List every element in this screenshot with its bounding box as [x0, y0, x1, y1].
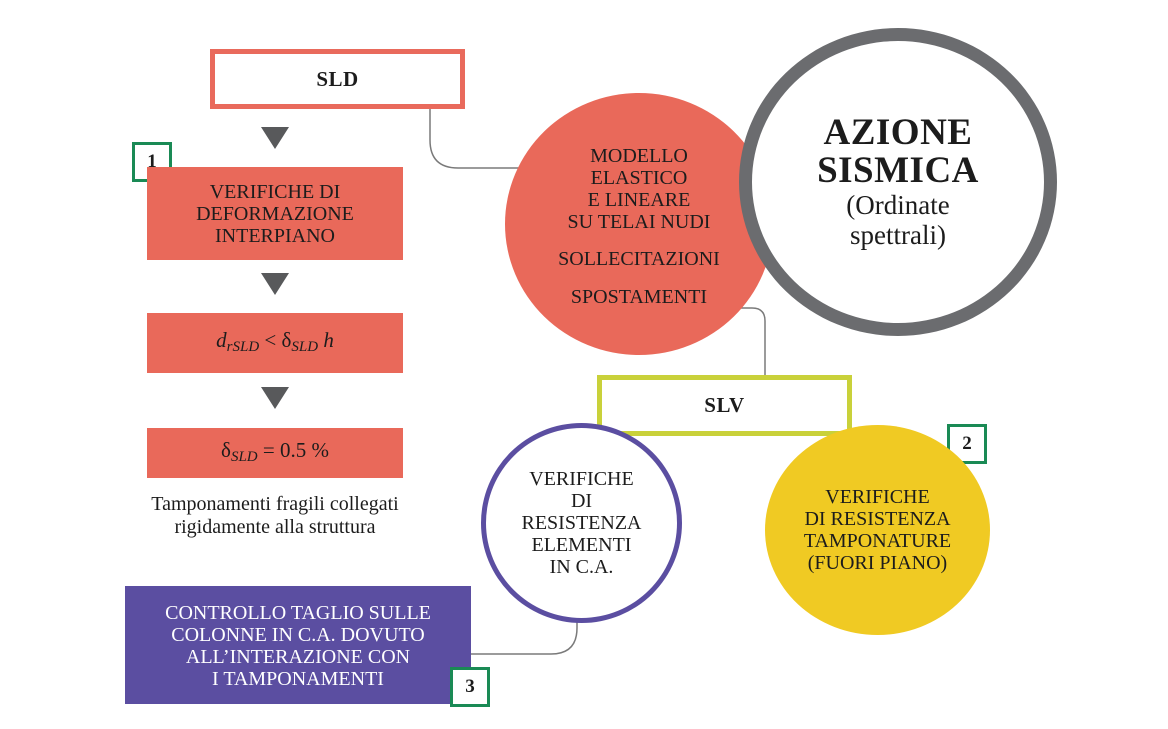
arrow-down-icon [261, 273, 289, 295]
controllo-line-2: COLONNE IN C.A. DOVUTO [171, 624, 425, 646]
azione-subtitle-line-1: (Ordinate [846, 190, 950, 220]
drift-limit: δSLD = 0.5 % [221, 439, 329, 468]
azione-title-line-1: AZIONE [823, 112, 973, 153]
formula-h: h [318, 327, 334, 352]
arrow-down-icon [261, 127, 289, 149]
drift-formula: drSLD < δSLD h [216, 329, 334, 358]
badge-2-label: 2 [962, 433, 972, 454]
verifiche-line-2: DEFORMAZIONE [196, 202, 354, 225]
verifiche-ca-line-3: RESISTENZA [521, 512, 642, 534]
controllo-line-4: I TAMPONAMENTI [212, 668, 384, 690]
tamponature-line-1: VERIFICHE [825, 486, 930, 508]
tamponature-line-4: (FUORI PIANO) [807, 552, 948, 574]
spostamenti-label: SPOSTAMENTI [570, 285, 708, 308]
limit-delta-subscript: SLD [230, 448, 258, 465]
verifiche-tamponature-circle: VERIFICHE DI RESISTENZA TAMPONATURE (FUO… [765, 425, 990, 635]
drift-limit-box: δSLD = 0.5 % [147, 428, 403, 478]
controllo-line-3: ALL’INTERAZIONE CON [185, 646, 411, 668]
formula-d-subscript: rSLD [226, 338, 260, 355]
note-line-2: rigidamente alla struttura [174, 516, 376, 538]
connector-verifiche-controllo [462, 596, 578, 655]
drift-formula-box: drSLD < δSLD h [147, 313, 403, 373]
formula-less-than: < [259, 327, 282, 352]
formula-delta-subscript: SLD [291, 338, 319, 355]
verifiche-ca-line-2: DI [570, 490, 593, 512]
badge-3: 3 [450, 667, 490, 707]
slv-label: SLV [704, 393, 745, 417]
badge-1-label: 1 [147, 151, 157, 172]
sld-box: SLD [210, 49, 465, 109]
slv-box: SLV [597, 375, 852, 436]
modello-line-3: E LINEARE [587, 188, 691, 211]
azione-subtitle-line-2: spettrali) [850, 220, 946, 250]
limit-delta: δ [221, 437, 231, 462]
formula-delta: δ [281, 327, 292, 352]
formula-d: d [216, 327, 227, 352]
modello-line-1: MODELLO [590, 144, 688, 167]
verifiche-deformazione-box: VERIFICHE DI DEFORMAZIONE INTERPIANO [147, 167, 403, 260]
verifiche-line-3: INTERPIANO [215, 224, 335, 247]
arrow-down-icon [261, 387, 289, 409]
verifiche-ca-line-1: VERIFICHE [529, 468, 634, 490]
modello-line-4: SU TELAI NUDI [567, 210, 711, 233]
verifiche-ca-line-4: ELEMENTI [531, 534, 632, 556]
tamponamenti-note: Tamponamenti fragili collegati rigidamen… [110, 493, 440, 539]
tamponature-line-2: DI RESISTENZA [804, 508, 951, 530]
sollecitazioni-label: SOLLECITAZIONI [558, 247, 720, 270]
verifiche-ca-line-5: IN C.A. [549, 556, 614, 578]
connector-spostamenti-slv [690, 307, 766, 393]
verifiche-resistenza-ca-circle: VERIFICHE DI RESISTENZA ELEMENTI IN C.A. [481, 423, 682, 623]
limit-value: = 0.5 % [257, 437, 329, 462]
controllo-line-1: CONTROLLO TAGLIO SULLE [165, 602, 431, 624]
controllo-taglio-box: CONTROLLO TAGLIO SULLE COLONNE IN C.A. D… [125, 586, 471, 704]
verifiche-line-1: VERIFICHE DI [209, 180, 341, 203]
badge-3-label: 3 [465, 676, 475, 697]
azione-title-line-2: SISMICA [817, 150, 979, 191]
sld-label: SLD [316, 66, 359, 91]
modello-line-2: ELASTICO [590, 166, 688, 189]
azione-sismica-circle: AZIONE SISMICA (Ordinate spettrali) [739, 28, 1057, 336]
tamponature-line-3: TAMPONATURE [803, 530, 952, 552]
connector-sld-modello [429, 91, 560, 169]
note-line-1: Tamponamenti fragili collegati [151, 493, 399, 515]
modello-elastico-circle: MODELLO ELASTICO E LINEARE SU TELAI NUDI… [505, 93, 773, 355]
